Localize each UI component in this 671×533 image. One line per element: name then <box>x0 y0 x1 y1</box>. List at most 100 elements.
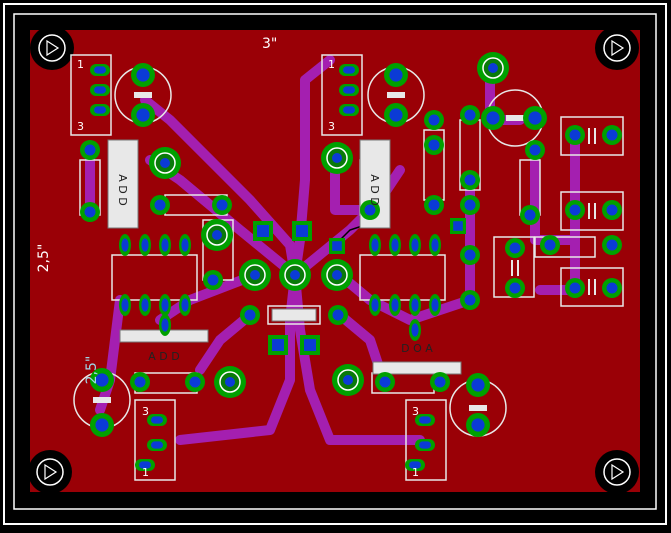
pad-hole <box>161 318 169 332</box>
mounting-hole-mark <box>44 463 58 481</box>
pad-hole <box>151 416 163 424</box>
pad-hole <box>544 239 556 251</box>
connector-outline <box>134 399 176 481</box>
pad-hole <box>411 298 419 312</box>
pad-hole <box>343 106 355 114</box>
dimension-label-small: 2,5" <box>84 356 100 385</box>
pad-hole <box>464 109 476 121</box>
pad-hole <box>161 298 169 312</box>
pad-hole <box>419 416 431 424</box>
ic-labels: A D D A D D A D D D O A <box>116 174 433 363</box>
mounting-holes <box>28 26 639 494</box>
pad-hole <box>332 309 344 321</box>
mounting-hole <box>595 26 639 70</box>
capacitor-mark <box>93 397 111 403</box>
trace <box>140 95 300 280</box>
pad-hole <box>343 375 353 385</box>
trace <box>195 310 255 375</box>
mounting-hole-ring <box>603 458 631 486</box>
mounting-hole-ring <box>36 458 64 486</box>
ic-outline <box>111 254 198 301</box>
pin-label-3: 3 <box>412 405 419 418</box>
pad-hole <box>434 376 446 388</box>
pad-hole <box>569 282 581 294</box>
pad-hole <box>216 199 228 211</box>
mounting-hole-mark <box>611 463 625 481</box>
capacitor-mark <box>506 115 524 121</box>
round-pads <box>80 52 622 471</box>
capacitor-outline <box>560 116 624 156</box>
pad-hole <box>121 238 129 252</box>
pad-hole <box>529 144 541 156</box>
trace <box>175 270 300 445</box>
capacitor-mark <box>134 92 152 98</box>
pad-hole <box>181 298 189 312</box>
capacitor-outline <box>560 267 624 307</box>
ic-label-right-lower: D O A <box>401 342 433 355</box>
mounting-hole <box>30 26 74 70</box>
pin-label-1: 1 <box>412 466 419 479</box>
pad-hole <box>84 144 96 156</box>
pin-label-3: 3 <box>77 120 84 133</box>
pad-hole <box>371 238 379 252</box>
pad-hole <box>471 418 485 432</box>
pin-label-3: 3 <box>328 120 335 133</box>
pad-hole <box>141 238 149 252</box>
pad-hole <box>154 199 166 211</box>
pad-hole <box>509 282 521 294</box>
connector-outline <box>321 54 363 136</box>
square-pad-hole <box>304 339 316 351</box>
pad-hole <box>509 242 521 254</box>
dimension-label-left: 2,5" <box>36 244 52 273</box>
capacitor-outline <box>560 191 624 231</box>
pad-hole <box>428 199 440 211</box>
pad-hole <box>95 373 109 387</box>
ic-outline <box>359 254 446 301</box>
pad-hole <box>371 298 379 312</box>
square-pad-hole <box>272 339 284 351</box>
connector-outline <box>70 54 112 136</box>
pad-hole <box>486 111 500 125</box>
pad-hole <box>569 129 581 141</box>
pad-hole <box>391 298 399 312</box>
pad-hole <box>244 309 256 321</box>
pad-hole <box>290 270 300 280</box>
pad-hole <box>606 282 618 294</box>
trace <box>335 310 385 375</box>
dimension-label-top: 3" <box>262 36 277 52</box>
square-pad-hole <box>296 225 308 237</box>
pin-label-1: 1 <box>328 58 335 71</box>
pad-hole <box>161 238 169 252</box>
pad-hole <box>391 238 399 252</box>
resistor-outline <box>267 305 321 325</box>
mounting-hole <box>595 450 639 494</box>
pad-hole <box>94 66 106 74</box>
capacitor-mark <box>469 405 487 411</box>
pad-hole <box>343 86 355 94</box>
pad-hole <box>389 108 403 122</box>
pad-hole <box>95 418 109 432</box>
connector-outline <box>405 399 447 481</box>
square-pad-hole <box>332 241 342 251</box>
pad-hole <box>428 139 440 151</box>
pad-hole <box>606 129 618 141</box>
pad-hole <box>389 68 403 82</box>
mounting-hole-ring <box>38 34 66 62</box>
capacitor-mark <box>387 92 405 98</box>
pad-hole <box>181 238 189 252</box>
mounting-hole-mark <box>611 39 625 57</box>
pad-hole <box>409 461 421 469</box>
pad-hole <box>569 204 581 216</box>
pad-hole <box>136 68 150 82</box>
pad-hole <box>471 378 485 392</box>
pad-hole <box>141 298 149 312</box>
square-pad-hole <box>453 221 463 231</box>
ic-label-left-upper: A D D <box>116 174 129 205</box>
pad-hole <box>411 238 419 252</box>
component-body <box>271 308 317 322</box>
pad-hole <box>94 86 106 94</box>
pad-hole <box>332 270 342 280</box>
pin-label-3: 3 <box>142 405 149 418</box>
pad-hole <box>606 239 618 251</box>
